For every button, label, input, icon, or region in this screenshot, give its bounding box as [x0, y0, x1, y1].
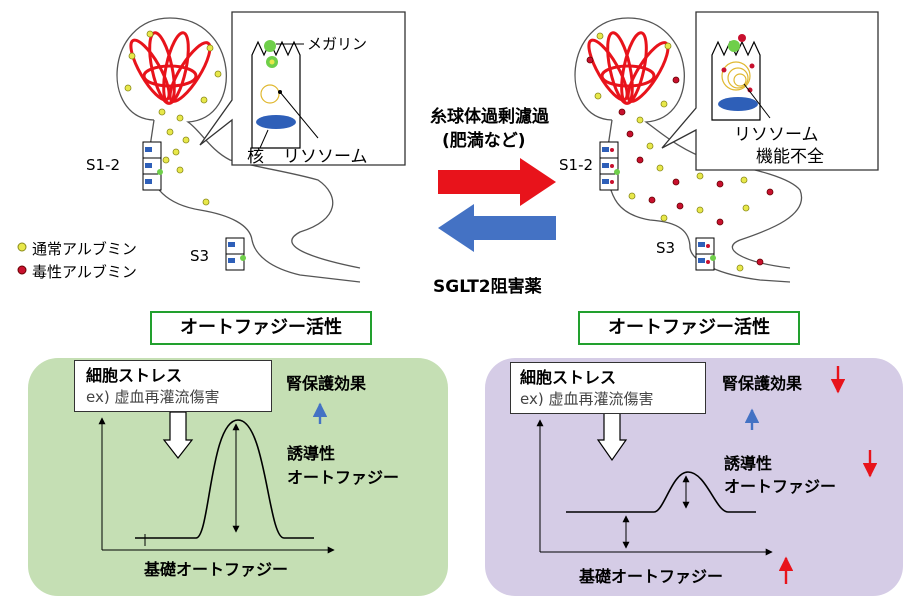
- left-induced-line1: 誘導性: [287, 444, 336, 463]
- backward-blue-arrow: [438, 204, 556, 252]
- s12-right-label: S1-2: [559, 156, 594, 174]
- left-s3-cells: [225, 237, 246, 271]
- forward-arrow-label-line2: (肥満など): [442, 131, 526, 151]
- left-nephron: [116, 11, 406, 283]
- s3-right-label: S3: [656, 239, 676, 257]
- left-albumin-dots: [124, 30, 222, 206]
- left-stress-line2: ex) 虚血再灌流傷害: [86, 388, 220, 406]
- right-induced-line2: オートファジー: [724, 477, 837, 496]
- right-stress-line2: ex) 虚血再灌流傷害: [520, 390, 654, 408]
- right-kidney-protection: 腎保護効果: [722, 374, 803, 393]
- legend-toxic-albumin: 毒性アルブミン: [32, 263, 137, 281]
- right-panel-title: オートファジー活性: [578, 311, 800, 345]
- legend-normal-dot: [17, 242, 27, 252]
- forward-arrow-label-line1: 糸球体過剰濾過: [430, 107, 549, 127]
- right-s3-cells: [695, 237, 716, 271]
- megalin-label: メガリン: [307, 35, 368, 53]
- right-s12-cells: [599, 141, 620, 191]
- right-stress-line1: 細胞ストレス: [520, 368, 617, 387]
- left-autophagy-graph: [98, 402, 335, 554]
- left-stress-arrow: [162, 411, 194, 459]
- lysosome-dysfunction-line1: リソソーム: [734, 125, 819, 145]
- right-glomerulus: [587, 31, 670, 105]
- s3-left-label: S3: [190, 247, 210, 265]
- left-panel-title: オートファジー活性: [150, 311, 372, 345]
- right-nephron: [574, 11, 879, 283]
- lysosome-dysfunction-line2: 機能不全: [756, 147, 824, 167]
- left-basal-label: 基礎オートファジー: [144, 560, 289, 579]
- left-cell-callout: [199, 11, 406, 166]
- s12-left-label: S1-2: [86, 156, 121, 174]
- legend-normal-albumin: 通常アルブミン: [32, 240, 137, 258]
- right-stress-arrow: [596, 411, 628, 462]
- nucleus-label: 核: [247, 147, 264, 167]
- lysosome-label: リソソーム: [283, 147, 368, 167]
- forward-red-arrow: [438, 158, 556, 206]
- left-stress-line1: 細胞ストレス: [86, 366, 183, 385]
- right-stress-box: [510, 362, 706, 414]
- right-albumin-dots: [586, 32, 774, 272]
- backward-arrow-label: SGLT2阻害薬: [433, 277, 542, 297]
- left-s12-cells: [142, 141, 163, 191]
- left-glomerulus: [129, 31, 212, 105]
- right-induced-line1: 誘導性: [724, 454, 773, 473]
- left-induced-line2: オートファジー: [287, 468, 400, 487]
- left-stress-box: [74, 360, 272, 412]
- left-kidney-protection: 腎保護効果: [286, 374, 367, 393]
- right-autophagy-graph: [536, 366, 878, 584]
- right-basal-label: 基礎オートファジー: [579, 567, 724, 586]
- legend-toxic-dot: [17, 265, 27, 275]
